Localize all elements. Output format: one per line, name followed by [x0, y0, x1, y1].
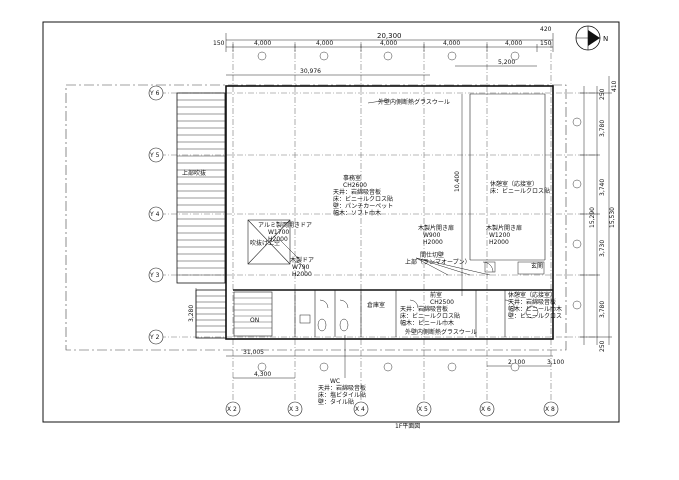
- note-glass-wool-top: 外壁内側断熱グラスウール: [378, 98, 450, 106]
- dim-right-seg-6: 250: [599, 340, 606, 352]
- dim-bottom-total: 31,005: [243, 349, 264, 356]
- main-room-0: 事務室: [343, 174, 361, 182]
- wood-door-b-1: W900: [423, 232, 441, 239]
- axis-x-4: X 6: [481, 406, 491, 413]
- dim-top-seg-3: 4,000: [380, 40, 397, 47]
- wood-door-a-0: 木製ドア: [290, 256, 314, 264]
- dim-left-value: 3,280: [188, 305, 195, 322]
- partition-0: 間仕切壁: [420, 251, 444, 259]
- wc-note-2: 床：塩ビタイル貼: [318, 391, 366, 399]
- room-small-1: CH2500: [430, 299, 454, 306]
- axis-bubbles-y: Y 6 Y 5 Y 4 Y 3 Y 2: [148, 85, 164, 345]
- axis-y-2: Y 4: [149, 211, 160, 218]
- dim-right-inner: 10,400: [454, 171, 461, 192]
- storage-label: 倉庫室: [367, 301, 385, 309]
- axis-y-4: Y 2: [149, 334, 160, 341]
- axis-bubbles-x: X 2 X 3 X 4 X 5 X 6 X 8: [225, 401, 559, 417]
- room-right-floor: 床：ビニールクロス貼: [490, 187, 550, 195]
- aluminum-door-1: W1700: [268, 229, 289, 236]
- room-right-0: 休憩室（応接室）: [508, 291, 556, 299]
- axis-x-3: X 5: [418, 406, 428, 413]
- dim-top-seg-2: 4,000: [316, 40, 333, 47]
- dim-right-total-a: 15,290: [589, 207, 596, 228]
- fixtures: [299, 261, 545, 332]
- right-dimensions: 410 250 3,780 3,740 3,730 3,780 250 15,2…: [454, 76, 618, 352]
- dim-top-seg-1: 4,000: [254, 40, 271, 47]
- wc-note-0: WC: [330, 378, 340, 385]
- dim-right-total-b: 15,530: [609, 207, 616, 228]
- axis-x-0: X 2: [227, 406, 237, 413]
- dim-right-seg-4: 3,730: [599, 240, 606, 257]
- leader-lines: [279, 99, 491, 378]
- wood-door-b-0: 木製片開き扉: [418, 224, 454, 232]
- voidroom-label: 吹抜け上空: [250, 239, 280, 247]
- dim-overall-top: 20,300: [377, 32, 402, 40]
- wood-door-a-1: W790: [292, 264, 310, 271]
- aluminum-door-2: H2000: [268, 236, 288, 243]
- dim-top-seg-0: 150: [213, 40, 225, 47]
- grid-markers: [257, 51, 582, 372]
- main-room-4: 壁：パンチカーペット: [333, 202, 393, 210]
- roof-outline: [65, 84, 567, 351]
- partition-1: 上部（ランマオープン）: [405, 258, 471, 266]
- axis-x-2: X 4: [355, 406, 365, 413]
- dim-bottom-right-b: 3,100: [547, 359, 564, 366]
- room-right-header: 休憩室（応接室）: [490, 180, 538, 188]
- wood-door-b-2: H2000: [423, 239, 443, 246]
- room-right-1: 天井：岩綿吸音板: [508, 298, 556, 306]
- north-arrow: N: [575, 25, 608, 51]
- dim-right-seg-0: 410: [611, 80, 618, 92]
- axis-y-3: Y 3: [149, 272, 160, 279]
- north-label: N: [603, 35, 608, 43]
- dim-top-right-sub: 5,200: [498, 59, 515, 66]
- dim-right-seg-1: 250: [599, 88, 606, 100]
- dim-right-seg-2: 3,780: [599, 120, 606, 137]
- axis-y-0: Y 6: [149, 90, 160, 97]
- room-small-4: 幅木：ビニール巾木: [400, 319, 454, 327]
- external-ramp: [176, 92, 227, 339]
- wc-note-3: 壁：タイル貼: [318, 398, 354, 406]
- dim-top-seg-5: 4,000: [505, 40, 522, 47]
- corridor-door-2: H2000: [489, 239, 509, 246]
- dim-top-seg-6: 150: [540, 40, 552, 47]
- sheet-border: [42, 21, 620, 423]
- main-room-3: 床：ビニールクロス貼: [333, 195, 393, 203]
- grid-lines: [160, 42, 600, 400]
- aluminum-door-0: アルミ製両開きドア: [258, 221, 312, 229]
- wood-door-a-2: H2000: [292, 271, 312, 278]
- corridor-door-1: W1200: [489, 232, 510, 239]
- dim-top-inner: 30,976: [300, 68, 321, 75]
- axis-x-5: X 8: [545, 406, 555, 413]
- wc-note-1: 天井：岩綿吸音板: [318, 384, 366, 392]
- interior-stair: [233, 291, 273, 337]
- dim-top-extra: 420: [540, 26, 552, 33]
- dim-right-seg-5: 3,780: [599, 301, 606, 318]
- top-dimensions: 20,300 150 4,000 4,000 4,000 4,000 4,000…: [213, 26, 554, 76]
- sheet-caption: 1F平面図: [395, 423, 420, 430]
- room-small-0: 前室: [430, 291, 442, 299]
- dim-bottom-right-a: 2,100: [508, 359, 525, 366]
- room-small-2: 天井：岩綿吸音板: [400, 305, 448, 313]
- axis-x-1: X 3: [289, 406, 299, 413]
- dim-bottom-left: 4,300: [254, 371, 271, 378]
- room-right-3: 幅木：ビニール巾木: [508, 305, 562, 313]
- stair-label: 上部吹抜: [182, 169, 206, 177]
- entry-label: 玄関: [531, 262, 543, 270]
- door-swings: [294, 261, 516, 311]
- dim-top-seg-4: 4,000: [443, 40, 460, 47]
- dim-right-seg-3: 3,740: [599, 179, 606, 196]
- main-room-2: 天井：岩綿吸音板: [333, 188, 381, 196]
- main-room-1: CH2600: [343, 182, 367, 189]
- note-glass-wool-bottom: 外壁内側断熱グラスウール: [405, 328, 477, 336]
- room-right-4: 壁：ビニールクロス: [508, 312, 562, 320]
- left-dimension: 3,280: [188, 288, 197, 338]
- corridor-door-0: 木製片開き扉: [486, 224, 522, 232]
- on-label: ON: [250, 317, 259, 324]
- room-small-3: 床：ビニールクロス貼: [400, 312, 460, 320]
- notes: 外壁内側断熱グラスウール 事務室 CH2600 天井：岩綿吸音板 床：ビニールク…: [182, 98, 562, 430]
- building-walls: [225, 85, 554, 340]
- main-room-5: 幅木：ソフト巾木: [333, 209, 381, 217]
- axis-y-1: Y 5: [149, 152, 160, 159]
